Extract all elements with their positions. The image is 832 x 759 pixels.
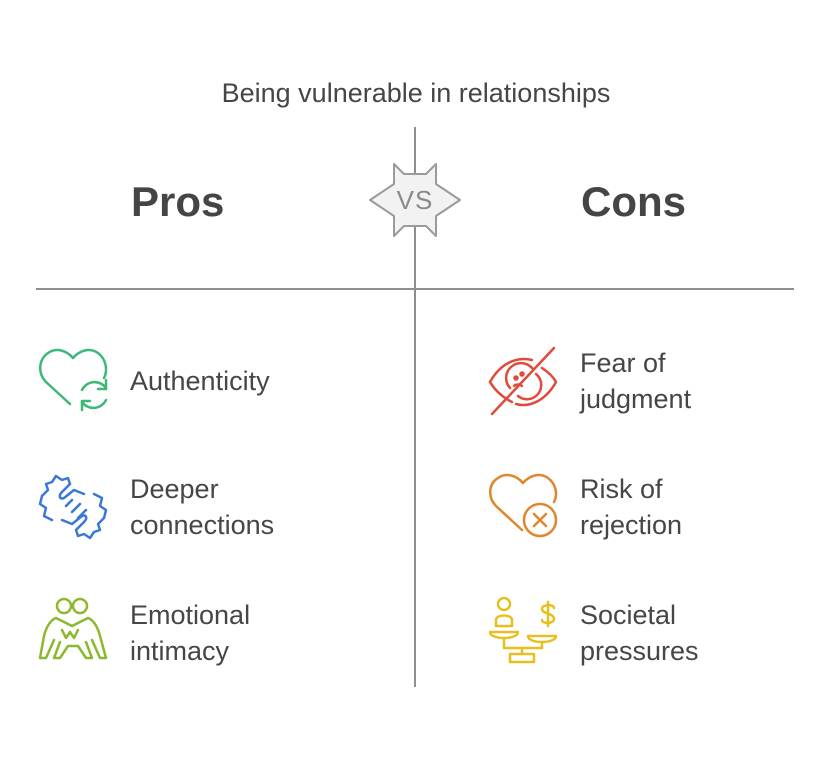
eye-slash-icon (486, 344, 560, 418)
pro-item-emotional-intimacy: Emotional intimacy (36, 596, 330, 670)
pro-label-line: connections (130, 510, 275, 540)
heart-x-icon (486, 470, 560, 544)
con-label-line: Fear of (580, 348, 666, 378)
con-item-risk-of-rejection: Risk of rejection (486, 470, 780, 544)
diagram-title: Being vulnerable in relationships (221, 78, 611, 108)
cons-heading: Cons (581, 178, 686, 225)
con-item-fear-of-judgment: Fear of judgment (486, 344, 780, 418)
pro-item-deeper-connections: Deeper connections (36, 470, 330, 544)
pro-label-line: Deeper (130, 474, 219, 504)
vs-label: VS (396, 185, 434, 215)
pro-label-line: intimacy (130, 636, 230, 666)
pros-heading: Pros (131, 178, 225, 225)
con-label-line: judgment (580, 384, 692, 414)
pro-label-line: Authenticity (130, 366, 270, 396)
con-item-societal-pressures: Societal pressures (486, 596, 780, 670)
hugging-people-icon (36, 596, 110, 670)
scale-person-money-icon (486, 596, 560, 670)
handshake-icon (36, 470, 110, 544)
horizontal-divider (36, 288, 794, 290)
con-label-line: Risk of (580, 474, 663, 504)
heart-refresh-icon (36, 344, 110, 418)
con-label-line: rejection (580, 510, 683, 540)
pro-label-line: Emotional (130, 600, 251, 630)
con-label-line: Societal (580, 600, 677, 630)
pro-item-authenticity: Authenticity (36, 344, 330, 418)
con-label-line: pressures (580, 636, 699, 666)
vertical-divider (414, 127, 416, 687)
vs-badge (369, 163, 461, 237)
